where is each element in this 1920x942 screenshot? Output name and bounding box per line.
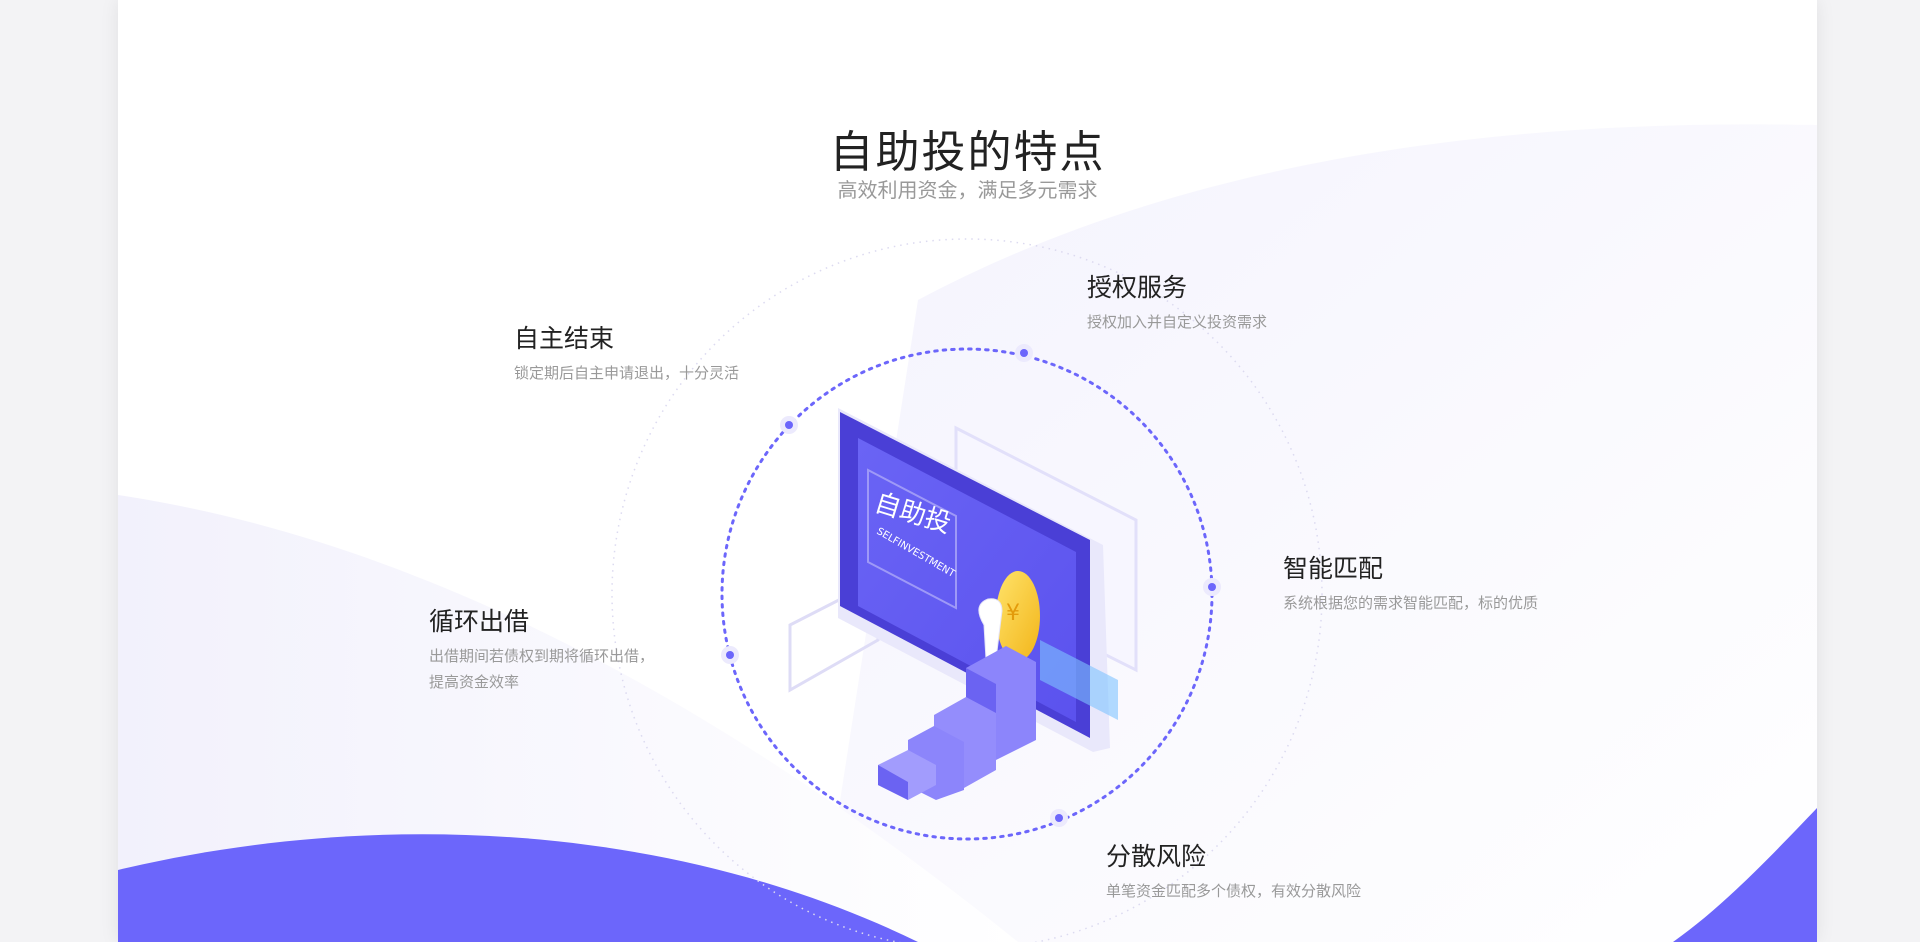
orbit-node (1015, 344, 1033, 362)
features-section: 自助投 SELFINVESTMENT ¥ 自助投的特点 高效利用资金，满足多元需… (118, 0, 1817, 942)
orbit-node (1203, 578, 1221, 596)
feature-authorized-service: 授权服务 授权加入并自定义投资需求 (1087, 271, 1267, 335)
svg-text:¥: ¥ (1006, 601, 1020, 626)
feature-desc: 单笔资金匹配多个债权，有效分散风险 (1106, 882, 1362, 900)
orbit-node (780, 416, 798, 434)
orbit-nodes (721, 344, 1221, 827)
feature-desc: 锁定期后自主申请退出，十分灵活 (514, 364, 740, 382)
feature-title: 智能匹配 (1283, 554, 1384, 583)
bottom-right-wave (1673, 808, 1817, 942)
feature-desc: 出借期间若债权到期将循环出借， (429, 647, 655, 665)
section-title: 自助投的特点 (829, 127, 1106, 178)
background-waves: 自助投 SELFINVESTMENT ¥ (118, 124, 1817, 942)
section-subtitle: 高效利用资金，满足多元需求 (837, 178, 1098, 202)
feature-smart-matching: 智能匹配 系统根据您的需求智能匹配，标的优质 (1283, 552, 1538, 616)
feature-title: 分散风险 (1106, 842, 1207, 871)
feature-risk-diversification: 分散风险 单笔资金匹配多个债权，有效分散风险 (1106, 840, 1361, 904)
monitor-illustration: 自助投 SELFINVESTMENT ¥ (788, 408, 1138, 800)
feature-self-exit: 自主结束 锁定期后自主申请退出，十分灵活 (514, 322, 739, 386)
feature-desc: 系统根据您的需求智能匹配，标的优质 (1283, 594, 1539, 612)
feature-recurring-lending: 循环出借 出借期间若债权到期将循环出借， 提高资金效率 (429, 605, 654, 695)
feature-title: 自主结束 (514, 324, 615, 353)
bottom-left-wave (118, 834, 918, 942)
feature-desc: 授权加入并自定义投资需求 (1087, 313, 1268, 331)
outer-orbit (611, 238, 1323, 942)
coin-icon (996, 571, 1040, 661)
feature-title: 循环出借 (429, 607, 530, 636)
orbit-node (721, 646, 739, 664)
feature-desc: 提高资金效率 (429, 673, 520, 691)
feature-title: 授权服务 (1087, 273, 1188, 302)
orbit-node (1050, 809, 1068, 827)
